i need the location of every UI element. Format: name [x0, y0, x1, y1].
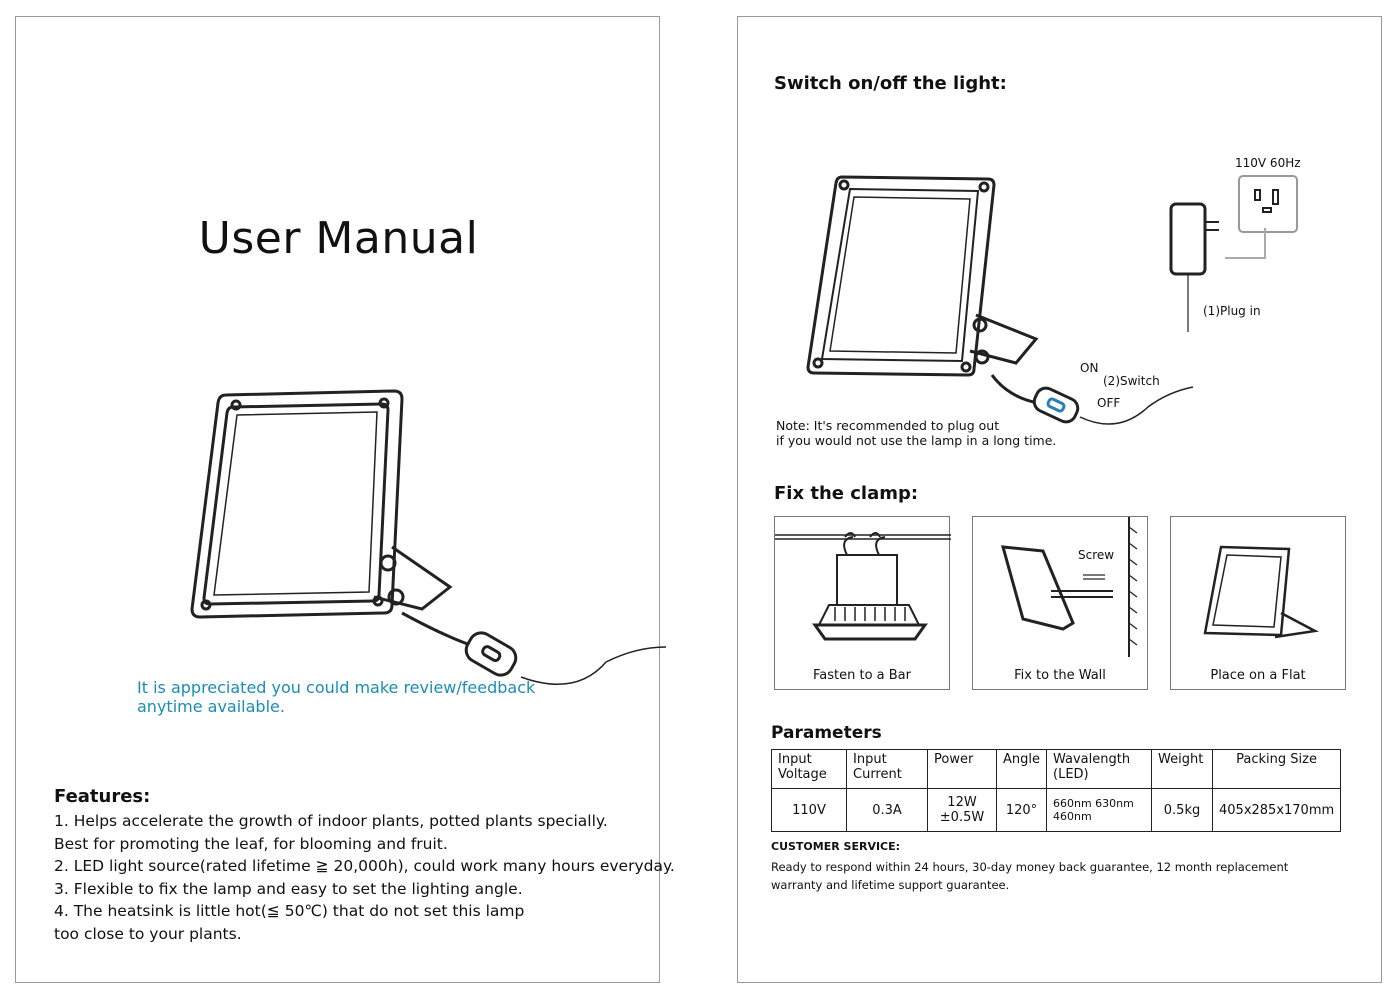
header-cell: Power — [927, 749, 997, 789]
value-packing: 405x285x170mm — [1211, 788, 1342, 832]
header-cell: Weight — [1151, 749, 1213, 789]
service-text: Ready to respond within 24 hours, 30-day… — [771, 858, 1331, 894]
note-line-1: Note: It's recommended to plug out — [776, 418, 1000, 433]
clamp-wall-panel: Screw Fix to the Wall — [972, 516, 1148, 690]
switch-heading: Switch on/off the light: — [774, 73, 1007, 94]
service-line-1: Ready to respond within 24 hours, 30-day… — [771, 860, 1289, 874]
feedback-line-1: It is appreciated you could make review/… — [137, 678, 536, 697]
header-cell: Packing Size — [1211, 749, 1342, 789]
caption-wall: Fix to the Wall — [1014, 668, 1106, 683]
bar-mount-icon — [775, 532, 951, 641]
switch-label: (2)Switch — [1103, 374, 1160, 388]
caption-flat: Place on a Flat — [1210, 668, 1306, 683]
header-cell: Wavalength(LED) — [1046, 749, 1152, 789]
unplug-note: Note: It's recommended to plug out if yo… — [776, 418, 1056, 448]
clamp-bar-panel: Fasten to a Bar — [774, 516, 951, 690]
screw-label: Screw — [1078, 548, 1115, 562]
note-line-2: if you would not use the lamp in a long … — [776, 433, 1057, 448]
manual-cover-page: User Manual It is appreciated you could … — [15, 16, 675, 983]
manual-instructions-page: Switch on/off the light: 110V 60Hz — [737, 16, 1382, 983]
parameters-heading: Parameters — [771, 723, 882, 743]
plug-in-label: (1)Plug in — [1203, 304, 1261, 318]
page-title: User Manual — [198, 213, 479, 264]
power-adapter-icon — [1169, 175, 1298, 332]
caption-bar: Fasten to a Bar — [812, 668, 911, 683]
feature-line: 2. LED light source(rated lifetime ≧ 20,… — [54, 857, 675, 876]
service-line-2: warranty and lifetime support guarantee. — [771, 878, 1010, 892]
feature-line: 4. The heatsink is little hot(≦ 50℃) tha… — [54, 902, 525, 921]
clamp-heading: Fix the clamp: — [774, 483, 919, 504]
value-power: 12W±0.5W — [927, 788, 997, 832]
wall-mount-icon — [1000, 517, 1138, 657]
value-weight: 0.5kg — [1151, 788, 1213, 832]
feedback-note: It is appreciated you could make review/… — [137, 678, 535, 716]
on-label: ON — [1080, 361, 1099, 375]
switch-diagram — [806, 175, 1194, 425]
feature-line: 1. Helps accelerate the growth of indoor… — [54, 812, 608, 830]
flood-lamp-icon — [190, 389, 666, 685]
features-heading: Features: — [54, 786, 151, 807]
flat-mount-icon — [1203, 545, 1319, 639]
value-angle: 120° — [996, 788, 1047, 832]
feature-line: 3. Flexible to fix the lamp and easy to … — [54, 879, 523, 898]
value-voltage: 110V — [771, 788, 847, 832]
value-current: 0.3A — [846, 788, 928, 832]
off-label: OFF — [1097, 396, 1121, 410]
header-cell: Angle — [996, 749, 1047, 789]
feature-line: too close to your plants. — [54, 924, 242, 943]
voltage-label: 110V 60Hz — [1235, 156, 1301, 170]
screw-icon — [1083, 574, 1105, 580]
clamp-flat-panel: Place on a Flat — [1170, 516, 1346, 690]
feature-line: Best for promoting the leaf, for bloomin… — [54, 834, 448, 853]
service-heading: CUSTOMER SERVICE: — [771, 840, 901, 853]
features-list: 1. Helps accelerate the growth of indoor… — [54, 810, 675, 946]
feedback-line-2: anytime available. — [137, 697, 285, 716]
wall-outlet-icon — [1238, 175, 1298, 233]
